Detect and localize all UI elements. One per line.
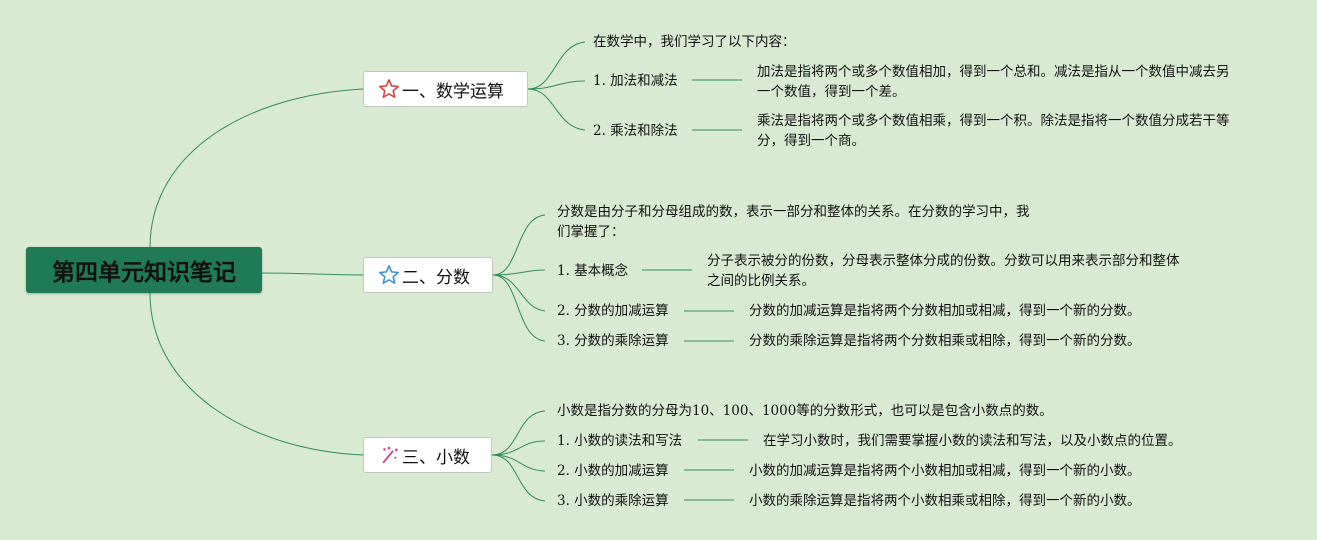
- connector-b2-intro: [492, 214, 546, 276]
- branch1-item1-label[interactable]: 1. 加法和减法: [593, 73, 678, 89]
- connector-b2-item2: [492, 274, 546, 312]
- connector-b3-item1: [491, 440, 546, 456]
- branch3-item1-desc: 在学习小数时，我们需要掌握小数的读法和写法，以及小数点的位置。: [763, 433, 1182, 449]
- branch2-intro: 分数是由分子和分母组成的数，表示一部分和整体的关系。在分数的学习中，我们掌握了：: [557, 204, 1030, 240]
- branch3-item3-desc: 小数的乘除运算是指将两个小数相乘或相除，得到一个新的小数。: [749, 493, 1141, 509]
- branch1-item1-desc: 加法是指将两个或多个数值相加，得到一个总和。减法是指从一个数值中减去另一个数值，…: [757, 64, 1230, 100]
- branch2-item2-desc: 分数的加减运算是指将两个分数相加或相减，得到一个新的分数。: [749, 303, 1141, 319]
- star-outline-blue-icon: [378, 264, 400, 286]
- magic-wand-sparkle-icon: [378, 444, 400, 466]
- branch1-item2-label[interactable]: 2. 乘法和除法: [593, 123, 678, 139]
- star-outline-red-icon: [378, 78, 400, 100]
- connector-root-b1: [149, 88, 364, 249]
- connector-b1-item1: [527, 80, 586, 90]
- connector-b3-intro: [491, 410, 546, 456]
- root-title: 第四单元知识笔记: [52, 260, 236, 286]
- root-node[interactable]: 第四单元知识笔记: [26, 247, 262, 293]
- branch3-intro: 小数是指分数的分母为10、100、1000等的分数形式，也可以是包含小数点的数。: [557, 403, 1053, 419]
- branch1-intro: 在数学中，我们学习了以下内容：: [593, 34, 796, 50]
- branch3-item2-label[interactable]: 2. 小数的加减运算: [557, 463, 669, 479]
- branch3-item3-label[interactable]: 3. 小数的乘除运算: [557, 493, 669, 509]
- branch-node-math-operations[interactable]: 一、数学运算: [363, 71, 528, 107]
- branch-title: 三、小数: [402, 447, 470, 468]
- connector-b1-intro: [527, 41, 586, 90]
- connector-b1-item2: [527, 88, 586, 131]
- branch2-item1-desc: 分子表示被分的份数，分母表示整体分成的份数。分数可以用来表示部分和整体之间的比例…: [707, 253, 1180, 289]
- branch2-item3-label[interactable]: 3. 分数的乘除运算: [557, 333, 669, 349]
- branch-node-decimals[interactable]: 三、小数: [363, 437, 492, 473]
- branch2-item1-label[interactable]: 1. 基本概念: [557, 263, 629, 279]
- branch-node-fractions[interactable]: 二、分数: [363, 257, 493, 293]
- branch3-item1-label[interactable]: 1. 小数的读法和写法: [557, 433, 683, 449]
- branch-title: 二、分数: [402, 267, 470, 288]
- branch1-item2-desc: 乘法是指将两个或多个数值相乘，得到一个积。除法是指将一个数值分成若干等分，得到一…: [757, 113, 1230, 149]
- connector-b2-item1: [492, 269, 546, 276]
- connector-b3-item3: [491, 454, 546, 502]
- branch3-item2-desc: 小数的加减运算是指将两个小数相加或相减，得到一个新的小数。: [749, 463, 1141, 479]
- connector-b2-item3: [492, 274, 546, 342]
- connector-root-b2: [261, 272, 364, 276]
- connector-b3-item2: [491, 454, 546, 472]
- branch-title: 一、数学运算: [402, 81, 504, 102]
- branch2-item2-label[interactable]: 2. 分数的加减运算: [557, 303, 669, 319]
- branch2-item3-desc: 分数的乘除运算是指将两个分数相乘或相除，得到一个新的分数。: [749, 333, 1141, 349]
- connector-root-b3: [149, 292, 364, 456]
